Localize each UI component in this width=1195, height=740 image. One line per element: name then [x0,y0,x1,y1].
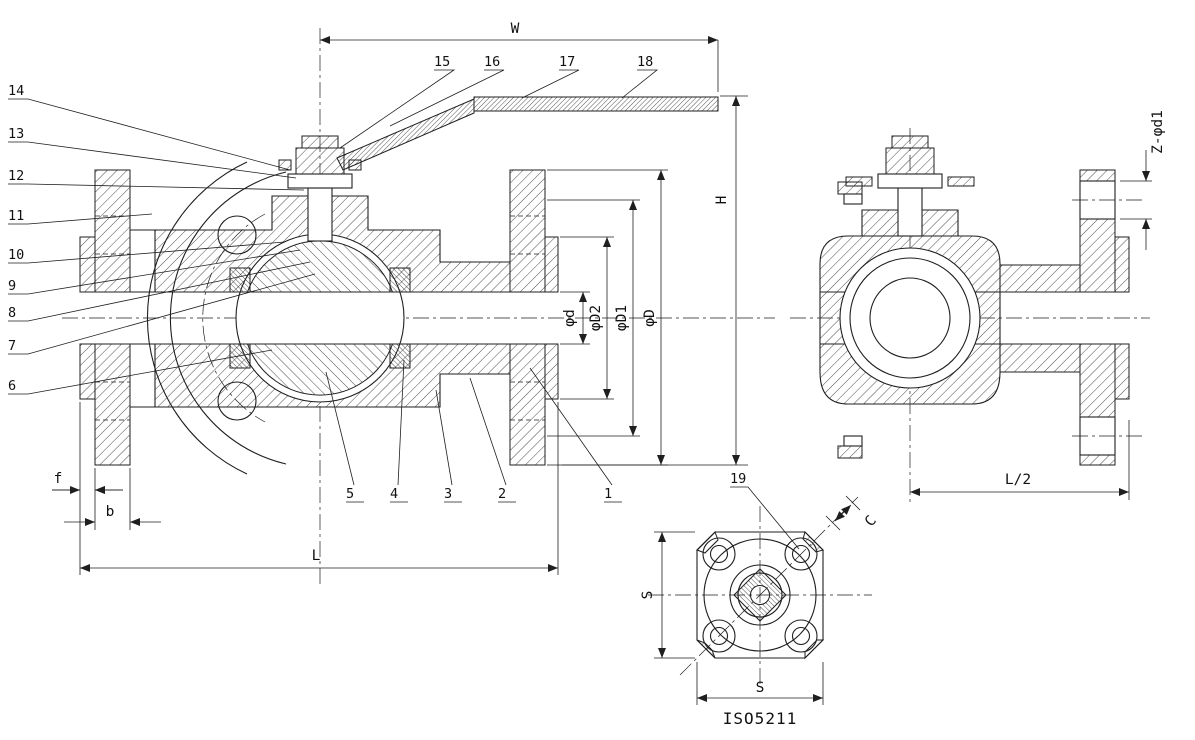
iso5211-view [648,496,872,684]
callout-14: 14 [8,83,24,99]
callout-6: 6 [8,378,16,394]
callout-19: 19 [730,471,746,487]
mounting-standard-label: ISO5211 [723,709,797,728]
callout-1: 1 [604,486,612,502]
dim-d-label: φD [642,309,658,326]
dim-w-label: W [511,21,520,37]
callout-18: 18 [637,54,653,70]
dim-b-label: b [106,504,115,520]
gland-lug [947,176,975,187]
side-gland-nut [885,147,935,175]
callout-12: 12 [8,168,24,184]
main-view [62,28,775,585]
callout-11: 11 [8,208,24,224]
flange-front-arcs [146,161,287,475]
side-view [790,128,1150,505]
bolt-hole [217,215,257,255]
stem-nut [301,135,339,149]
callout-8: 8 [8,305,16,321]
handle-grip [473,96,719,112]
pad-bolt-hole [709,544,729,564]
callouts: 14 13 12 11 10 9 8 7 6 15 16 17 18 5 4 3… [8,54,800,550]
seat-rings [229,267,411,369]
dim-s-bottom-label: S [756,680,765,696]
side-stem-nut [891,135,929,149]
dim-c-label: C [862,513,880,530]
pad-bolt-hole [791,626,811,646]
side-ball-bore [869,277,951,359]
callout-3: 3 [444,486,452,502]
callout-5: 5 [346,486,354,502]
ball [246,240,394,396]
dim-s-left-label: S [640,591,656,600]
callout-10: 10 [8,247,24,263]
callout-4: 4 [390,486,398,502]
callout-15: 15 [434,54,450,70]
stem [307,187,333,242]
dimensions: W H φd φD2 φD1 φD L f b [52,21,1166,705]
dim-bore-label: φd [562,309,578,326]
side-right-flange [820,169,1142,466]
gland-nut [295,147,345,175]
callout-13: 13 [8,126,24,142]
gland-stud [278,159,292,171]
neck-section [999,264,1081,373]
callout-7: 7 [8,338,16,354]
dim-l-label: L [312,548,321,564]
dim-h-label: H [714,196,730,205]
side-stem [897,187,923,237]
handle [336,96,719,171]
dim-d2-label: φD2 [588,305,604,331]
side-gland-flange [877,173,943,189]
callout-17: 17 [559,54,575,70]
dim-l2-label: L/2 [1005,472,1031,488]
right-flange [509,169,559,466]
dim-d1-label: φD1 [614,305,630,331]
bolt-hole [217,381,257,421]
callout-9: 9 [8,278,16,294]
callout-16: 16 [484,54,500,70]
left-flange [79,169,155,466]
far-flange-edges [837,181,863,459]
dim-f-label: f [54,471,63,487]
bore-lines [80,291,558,345]
dim-zd1-label: Z-φd1 [1150,110,1166,154]
gland-flange [287,173,353,189]
handle-arm [336,98,475,171]
callout-2: 2 [498,486,506,502]
